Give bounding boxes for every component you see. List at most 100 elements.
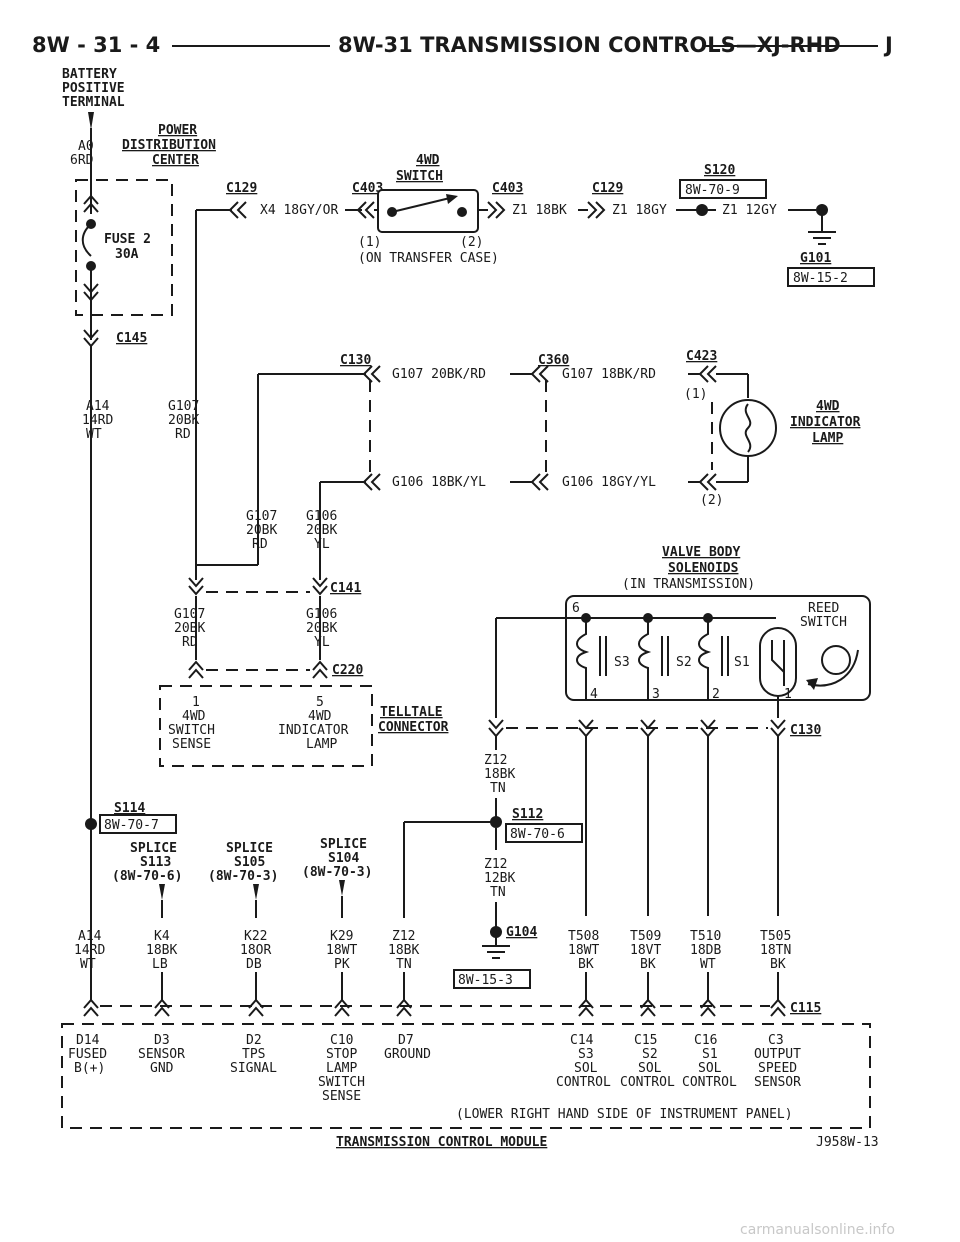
connector-c141: C141 bbox=[330, 581, 361, 596]
wire-z1-18bk: Z1 18BK bbox=[512, 203, 567, 218]
tcm-pin-c16-func-2: SOL bbox=[698, 1061, 722, 1076]
valve-pin-2: 2 bbox=[712, 687, 720, 702]
tcm-pin-c16-func-1: S1 bbox=[702, 1047, 718, 1062]
wire-g106-c-gauge: 20BK bbox=[306, 523, 337, 538]
bottom-wire-5-gauge: 18BK bbox=[388, 943, 419, 958]
valve-pin-6: 6 bbox=[572, 601, 580, 616]
valve-pin-4: 4 bbox=[590, 687, 598, 702]
bottom-wire-3-label: K22 bbox=[244, 929, 267, 944]
tcm-pin-c16-func-3: CONTROL bbox=[682, 1075, 737, 1090]
tcm-pin-c15-func-3: CONTROL bbox=[620, 1075, 675, 1090]
bottom-wire-9-label: T505 bbox=[760, 929, 791, 944]
indicator-title-3: LAMP bbox=[812, 431, 843, 446]
splice-s105-ref: (8W-70-3) bbox=[208, 869, 278, 884]
tcm-pin-c3-func-2: SPEED bbox=[758, 1061, 797, 1076]
wire-g106-18bk-yl: G106 18BK/YL bbox=[392, 475, 486, 490]
tcm-pin-d3: D3 bbox=[154, 1033, 170, 1048]
reed-switch-capsule bbox=[759, 627, 797, 697]
bottom-wire-6-color: BK bbox=[578, 957, 594, 972]
bottom-wire-9-color: BK bbox=[770, 957, 786, 972]
tcm-pin-d3-func-1: SENSOR bbox=[138, 1047, 185, 1062]
indicator-lamp-circuit: C130 C360 C423 G107 20BK/RD G107 18BK/RD… bbox=[174, 349, 861, 679]
valve-pin-1: 1 bbox=[784, 687, 792, 702]
telltale-pin-1-func-1: 4WD bbox=[182, 709, 206, 724]
connector-c403-left: C403 bbox=[352, 181, 383, 196]
4wd-switch-title-2: SWITCH bbox=[396, 169, 443, 184]
telltale-pin-5: 5 bbox=[316, 695, 324, 710]
splice-s113-title: SPLICE bbox=[130, 841, 177, 856]
bottom-wire-7-color: BK bbox=[640, 957, 656, 972]
solenoid-s2-label: S2 bbox=[676, 655, 692, 670]
wire-g107-c-label: G107 bbox=[246, 509, 277, 524]
splice-s113-id: S113 bbox=[140, 855, 171, 870]
tcm-pin-c15-func-1: S2 bbox=[642, 1047, 658, 1062]
connector-c423: C423 bbox=[686, 349, 717, 364]
wire-z12-b-gauge: 12BK bbox=[484, 871, 515, 886]
wire-g107-label: G107 bbox=[168, 399, 199, 414]
bottom-wire-1-gauge: 14RD bbox=[74, 943, 105, 958]
splice-s120: S120 bbox=[704, 163, 735, 178]
wire-a14-color: WT bbox=[86, 427, 102, 442]
bottom-wire-4-gauge: 18WT bbox=[326, 943, 357, 958]
wire-g106-c-label: G106 bbox=[306, 509, 337, 524]
tcm-pin-d2: D2 bbox=[246, 1033, 262, 1048]
telltale-pin-5-func-1: 4WD bbox=[308, 709, 332, 724]
telltale-pin-1-func-3: SENSE bbox=[172, 737, 211, 752]
bottom-wire-1-color: WT bbox=[80, 957, 96, 972]
wire-z12-b-color: TN bbox=[490, 885, 506, 900]
splice-s105-id: S105 bbox=[234, 855, 265, 870]
bottom-wire-5-label: Z12 bbox=[392, 929, 415, 944]
tcm-pin-c14-func-2: SOL bbox=[574, 1061, 598, 1076]
bottom-wire-8-color: WT bbox=[700, 957, 716, 972]
tcm-pin-d7: D7 bbox=[398, 1033, 414, 1048]
valve-pin-3: 3 bbox=[652, 687, 660, 702]
wire-g107-d-label: G107 bbox=[174, 607, 205, 622]
bottom-wire-4-label: K29 bbox=[330, 929, 353, 944]
header-section-letter: J bbox=[883, 33, 893, 57]
fuse-label: FUSE 2 bbox=[104, 232, 151, 247]
tcm-pin-c3-func-1: OUTPUT bbox=[754, 1047, 801, 1062]
valve-body-location: (IN TRANSMISSION) bbox=[622, 577, 755, 592]
wire-g107-d-gauge: 20BK bbox=[174, 621, 205, 636]
connector-c403-right: C403 bbox=[492, 181, 523, 196]
wire-g106-d-color: YL bbox=[314, 635, 330, 650]
bottom-wire-labels: A14 14RD WT K4 18BK LB K22 18OR DB K29 1… bbox=[74, 929, 791, 1000]
tcm-pin-c10: C10 bbox=[330, 1033, 353, 1048]
splice-s105-title: SPLICE bbox=[226, 841, 273, 856]
wire-g106-d-gauge: 20BK bbox=[306, 621, 337, 636]
connector-c130-upper: C130 bbox=[340, 353, 371, 368]
tcm-location-note: (LOWER RIGHT HAND SIDE OF INSTRUMENT PAN… bbox=[456, 1107, 793, 1122]
splice-s113-ref: (8W-70-6) bbox=[112, 869, 182, 884]
tcm-pin-d2-func-1: TPS bbox=[242, 1047, 265, 1062]
ground-g104-ref: 8W-15-3 bbox=[458, 973, 513, 988]
bottom-wire-5-color: TN bbox=[396, 957, 412, 972]
bottom-wire-8-label: T510 bbox=[690, 929, 721, 944]
4wd-switch-location: (ON TRANSFER CASE) bbox=[358, 251, 499, 266]
connector-c220: C220 bbox=[332, 663, 363, 678]
battery-label-1: BATTERY bbox=[62, 67, 117, 82]
connector-c129-left: C129 bbox=[226, 181, 257, 196]
wire-z12-a-color: TN bbox=[490, 781, 506, 796]
telltale-pin-5-func-3: LAMP bbox=[306, 737, 337, 752]
wire-g107-gauge: 20BK bbox=[168, 413, 199, 428]
wire-g107-d-color: RD bbox=[182, 635, 198, 650]
tcm-title: TRANSMISSION CONTROL MODULE bbox=[336, 1135, 547, 1150]
tcm-pin-c16: C16 bbox=[694, 1033, 717, 1048]
splice-s114: S114 bbox=[114, 801, 145, 816]
telltale-pin-5-func-2: INDICATOR bbox=[278, 723, 349, 738]
bottom-wire-2-color: LB bbox=[152, 957, 168, 972]
splice-s112-ref: 8W-70-6 bbox=[510, 827, 565, 842]
tcm-pin-c10-func-3: SWITCH bbox=[318, 1075, 365, 1090]
ground-g101-ref: 8W-15-2 bbox=[793, 271, 848, 286]
tcm-pin-d14: D14 bbox=[76, 1033, 100, 1048]
indicator-title-2: INDICATOR bbox=[790, 415, 861, 430]
tcm-pin-c14-func-1: S3 bbox=[578, 1047, 594, 1062]
wire-g107-20bk-rd: G107 20BK/RD bbox=[392, 367, 486, 382]
tcm-pin-d14-func-1: FUSED bbox=[68, 1047, 107, 1062]
4wd-switch-pin-1: (1) bbox=[358, 235, 381, 250]
ground-g101: G101 bbox=[800, 251, 831, 266]
splice-s104-id: S104 bbox=[328, 851, 359, 866]
valve-body-solenoids: VALVE BODY SOLENOIDS (IN TRANSMISSION) 6… bbox=[403, 545, 871, 989]
tcm-pin-d7-func-1: GROUND bbox=[384, 1047, 431, 1062]
